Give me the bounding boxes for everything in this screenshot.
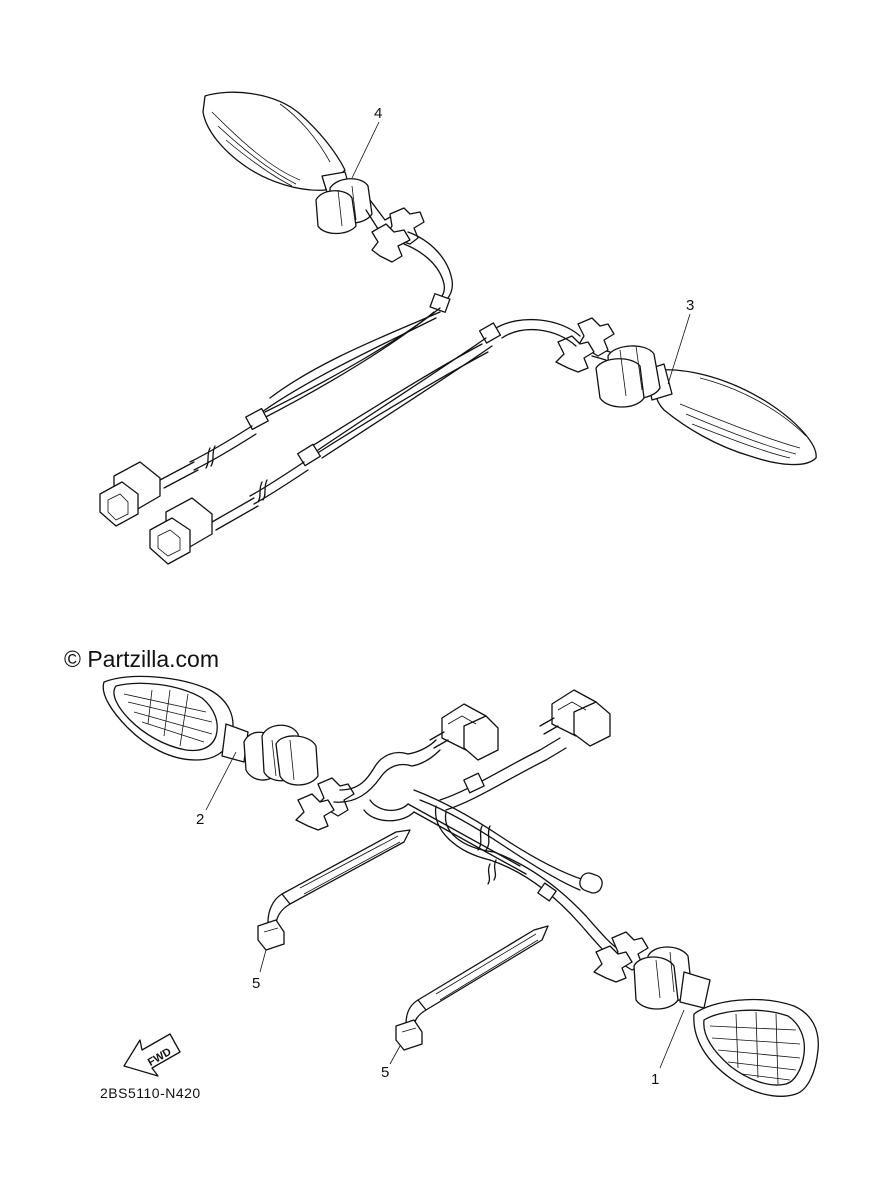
- connector-front-left: [429, 703, 499, 761]
- watermark: © Partzilla.com: [64, 646, 219, 672]
- callout-1: 1: [651, 1009, 685, 1088]
- forward-direction-arrow: FWD: [123, 1033, 181, 1077]
- callout-4-label: 4: [374, 105, 382, 122]
- cable-tie-upper[interactable]: [257, 829, 411, 951]
- connector-rear-right: [149, 497, 213, 565]
- front-harness: [333, 737, 621, 959]
- callout-2-label: 2: [196, 811, 204, 828]
- callout-5-upper-label: 5: [252, 975, 260, 992]
- callout-1-label: 1: [651, 1071, 659, 1088]
- cable-tie-lower[interactable]: [395, 925, 549, 1051]
- connector-front-right: [539, 689, 611, 747]
- connector-rear-left: [99, 461, 161, 527]
- callout-4: 4: [351, 105, 382, 179]
- rear-left-harness: [159, 231, 454, 489]
- front-left-turn-signal[interactable]: [102, 675, 355, 831]
- front-right-turn-signal[interactable]: [593, 931, 819, 1097]
- callout-2: 2: [196, 751, 237, 828]
- rear-right-harness: [211, 318, 581, 531]
- callout-3: 3: [667, 297, 694, 385]
- rear-right-turn-signal[interactable]: [555, 317, 817, 466]
- callout-3-label: 3: [686, 297, 694, 314]
- callout-5-upper: 5: [252, 949, 267, 992]
- callout-5-lower-label: 5: [381, 1064, 389, 1081]
- rear-left-turn-signal[interactable]: [202, 91, 425, 263]
- diagram-code: 2BS5110-N420: [100, 1085, 201, 1101]
- callout-5-lower: 5: [381, 1045, 401, 1081]
